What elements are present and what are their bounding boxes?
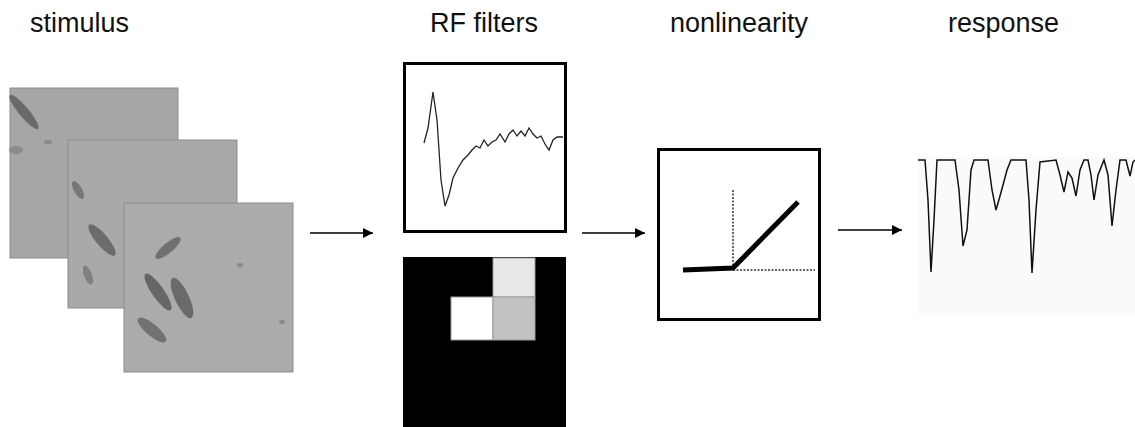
pixel: [493, 297, 535, 340]
particle: [70, 179, 87, 200]
particle: [279, 320, 285, 324]
filter-box: [403, 257, 566, 427]
rectifier-curve: [683, 202, 798, 270]
stage-panel: RF filters: [373, 0, 582, 427]
pixel: [493, 258, 535, 297]
stage-heading: nonlinearity: [670, 8, 808, 39]
stimulus-frames: [6, 88, 293, 372]
axis: [732, 190, 734, 270]
axis: [733, 269, 815, 271]
trace-ground: [918, 157, 1135, 315]
temporal-filter: [405, 64, 566, 232]
stage-heading: stimulus: [30, 8, 129, 39]
filter-trace: [424, 92, 563, 206]
response-trace: [918, 157, 1135, 315]
particle: [134, 314, 169, 346]
particle: [9, 146, 23, 154]
stage-panel: stimulus: [8, 0, 310, 375]
frame: [124, 203, 293, 372]
nonlinearity-plot: [659, 150, 820, 320]
spike-trace: [918, 160, 1135, 273]
stage-panel: nonlinearity: [645, 0, 838, 325]
stage-heading: response: [948, 8, 1059, 39]
particle: [237, 263, 243, 267]
stage-panel: response: [902, 0, 1133, 320]
spatial-filter: [403, 257, 566, 427]
particle: [6, 92, 42, 132]
flow-arrow: [310, 232, 373, 234]
particle: [85, 221, 120, 259]
particle: [140, 271, 175, 314]
pixel: [451, 297, 493, 340]
particle: [153, 234, 184, 262]
flow-arrow: [838, 229, 902, 231]
particle: [166, 275, 197, 321]
filter-box: [405, 64, 566, 232]
flow-arrow: [582, 232, 645, 234]
stage-heading: RF filters: [430, 8, 538, 39]
plot-box: [659, 150, 820, 320]
particle: [44, 140, 52, 144]
particle: [81, 264, 95, 286]
